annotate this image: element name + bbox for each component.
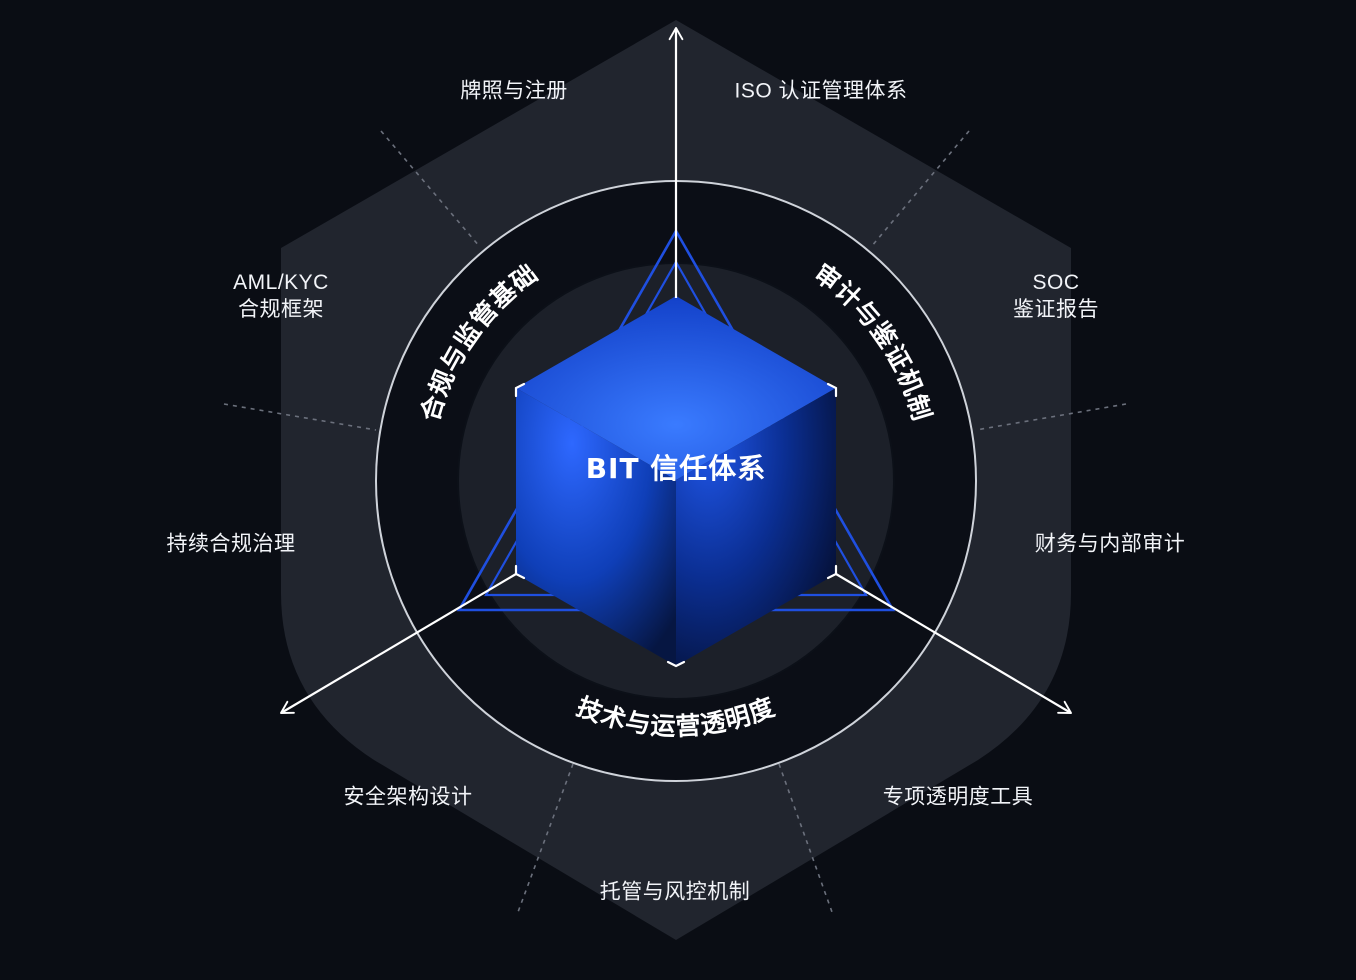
- label-iso: ISO 认证管理体系: [734, 79, 908, 103]
- dashed-dividers: [223, 130, 1127, 913]
- label-security-architecture: 安全架构设计: [343, 785, 473, 809]
- trust-cube: [516, 296, 836, 666]
- label-custody-risk: 托管与风控机制: [599, 880, 751, 904]
- label-aml-kyc: AML/KYC 合规框架: [233, 271, 329, 321]
- label-continuous-compliance: 持续合规治理: [166, 532, 296, 556]
- label-soc: SOC 鉴证报告: [1013, 271, 1099, 321]
- core-title: BIT 信任体系: [586, 452, 767, 485]
- label-license: 牌照与注册: [460, 79, 568, 103]
- label-finance-audit: 财务与内部审计: [1034, 532, 1186, 556]
- label-transparency-tools: 专项透明度工具: [882, 785, 1034, 809]
- axis-arrows: [280, 27, 1072, 714]
